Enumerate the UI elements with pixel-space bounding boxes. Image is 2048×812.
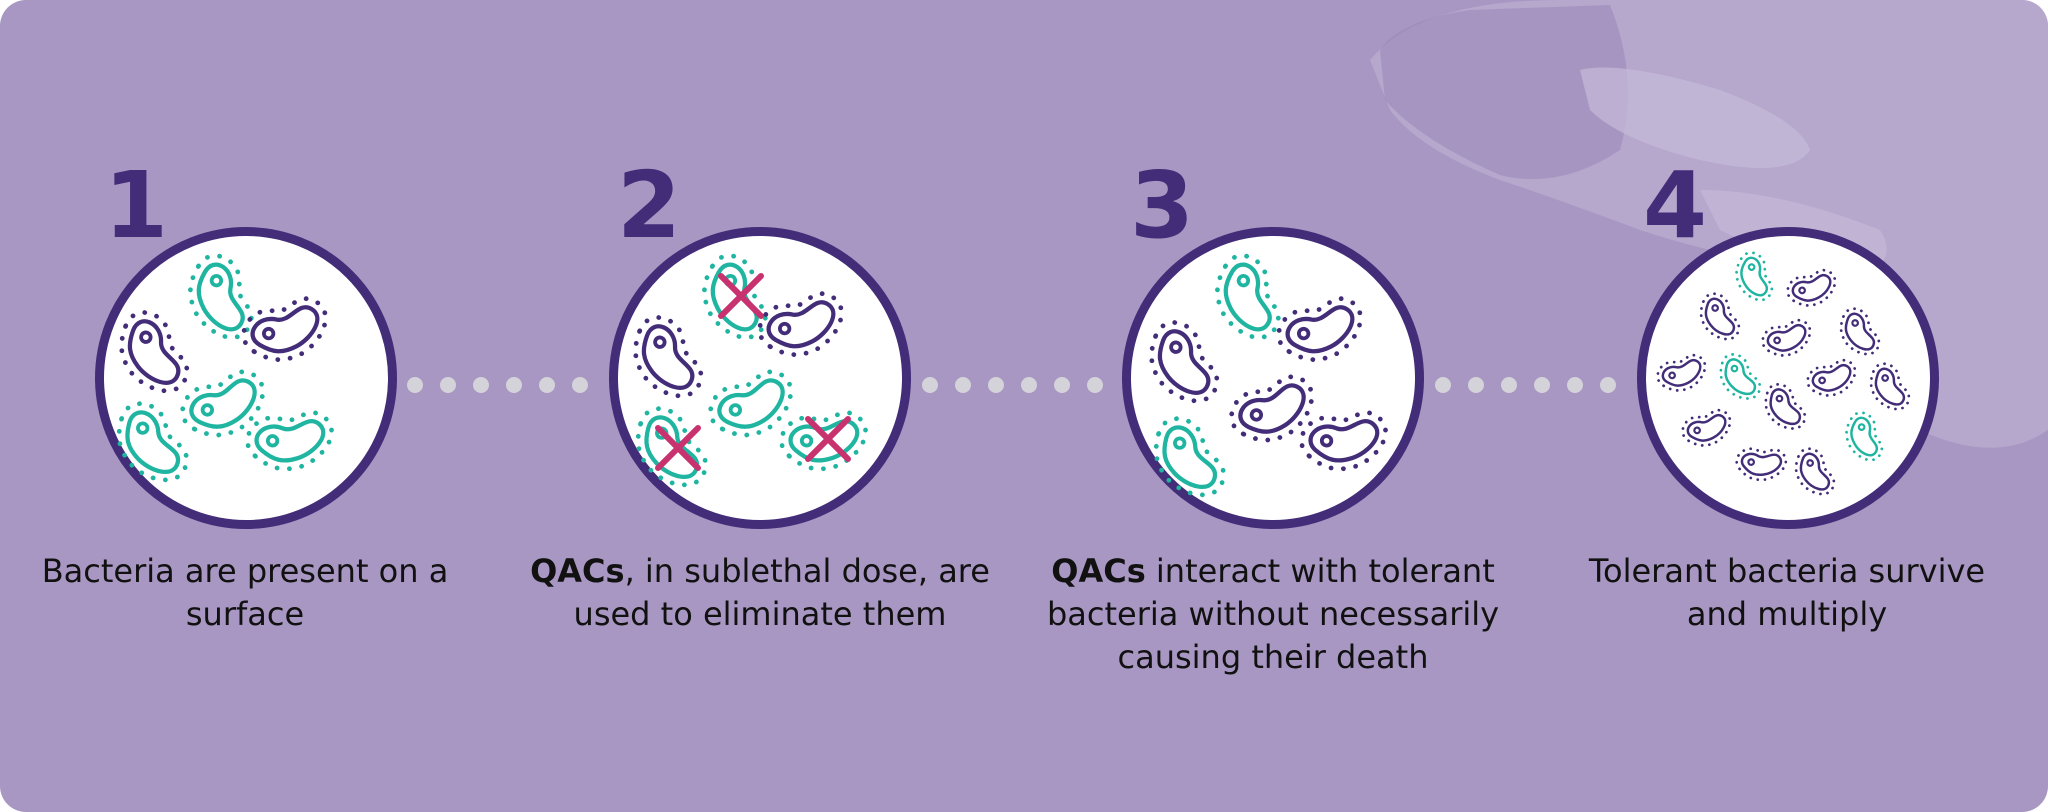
connector-dots-3 — [1435, 377, 1616, 393]
bacteria-icons — [618, 236, 902, 520]
connector-dots-2 — [922, 377, 1103, 393]
bacteria-icons — [1131, 236, 1415, 520]
step-2-caption: QACs, in sublethal dose, are used to eli… — [530, 552, 990, 633]
connector-dots-1 — [407, 377, 588, 393]
step-4-caption: Tolerant bacteria survive and multiply — [1588, 552, 1986, 633]
step-1-caption: Bacteria are present on a surface — [41, 552, 449, 633]
step-2-number: 2 — [617, 152, 682, 259]
step-4-number: 4 — [1643, 152, 1708, 259]
step-3-number: 3 — [1130, 152, 1195, 259]
step-1-number: 1 — [104, 152, 169, 259]
step-3-caption: QACs interact with tolerant bacteria wit… — [1046, 552, 1500, 676]
step-2-circle — [609, 227, 911, 529]
bacteria-icons — [1652, 247, 1920, 500]
step-1-circle — [95, 227, 397, 529]
bacteria-icons — [104, 236, 388, 520]
step-4-circle — [1637, 227, 1939, 529]
step-3-circle — [1122, 227, 1424, 529]
